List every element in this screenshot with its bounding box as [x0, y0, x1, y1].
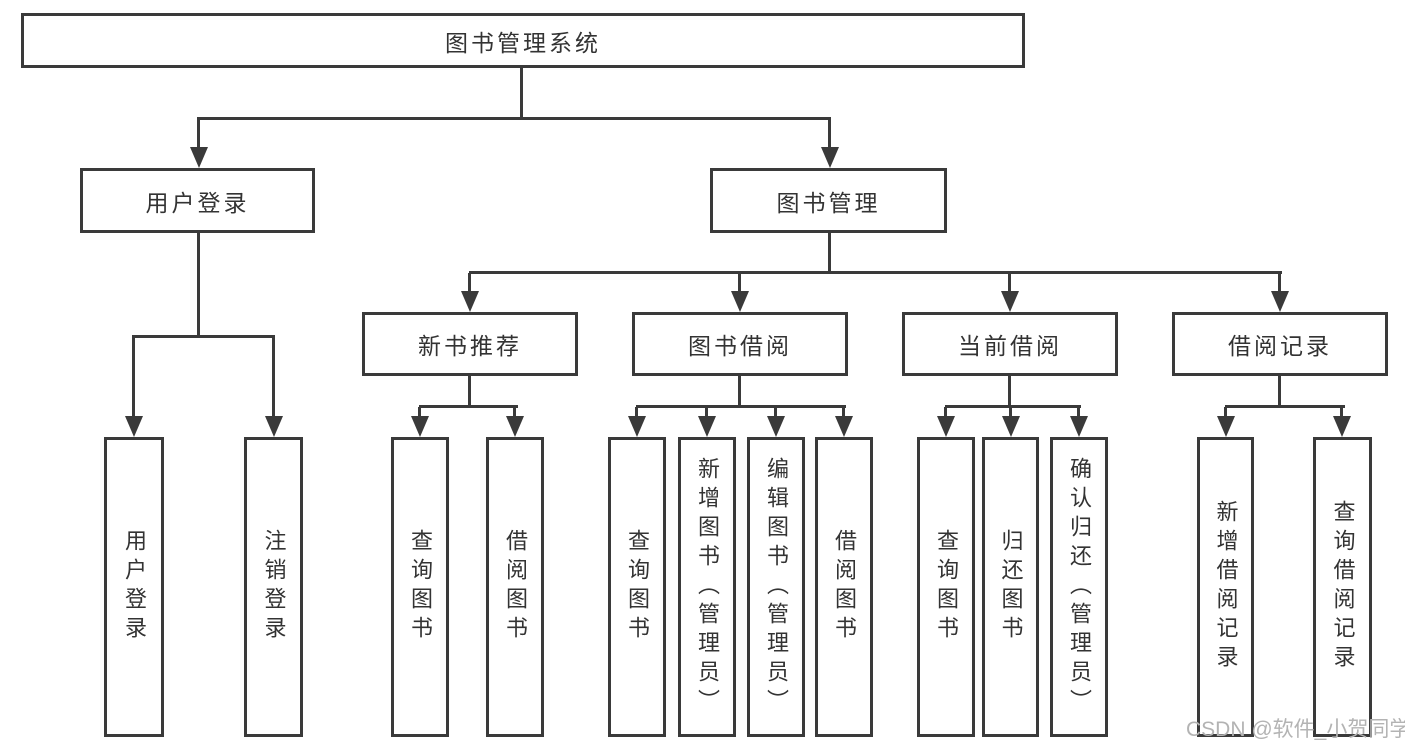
- node-book-borrow-label: 图书借阅: [688, 333, 792, 359]
- leaf-label: 查询图书: [625, 529, 650, 645]
- connector-drop-new-books: [468, 376, 471, 408]
- connector-split-borrow-records: [1225, 405, 1345, 408]
- connector-stub-leaf: [705, 407, 708, 418]
- node-current-borrow-label: 当前借阅: [958, 333, 1062, 359]
- connector-split-book-borrow: [636, 405, 846, 408]
- connector-stub-section: [468, 273, 471, 294]
- connector-stub-leaf: [513, 407, 516, 418]
- leaf-add-borrow-record: 新增借阅记录: [1197, 437, 1254, 737]
- connector-stub-leaf: [1224, 407, 1227, 418]
- connector-stub-user-login: [197, 119, 200, 149]
- node-root-label: 图书管理系统: [445, 29, 601, 56]
- connector-trunk: [520, 67, 523, 119]
- connector-drop-user-login: [197, 233, 200, 338]
- connector-split-level3: [469, 271, 1282, 274]
- leaf-label: 查询图书: [934, 529, 959, 645]
- leaf-label: 用户登录: [122, 529, 147, 645]
- arrowhead-icon: [1001, 291, 1019, 312]
- connector-split-level1: [197, 117, 831, 120]
- node-root: 图书管理系统: [21, 13, 1025, 68]
- connector-drop-borrow-records: [1278, 376, 1281, 408]
- arrowhead-icon: [125, 416, 143, 437]
- connector-stub-leaf: [132, 337, 135, 417]
- leaf-label: 编辑图书（管理员）: [764, 456, 789, 718]
- node-new-books-label: 新书推荐: [418, 333, 522, 359]
- leaf-query-books-borrow: 查询图书: [608, 437, 666, 737]
- leaf-return-book: 归还图书: [982, 437, 1039, 737]
- node-user-login-label: 用户登录: [145, 189, 250, 216]
- watermark: CSDN @软件_小贺同学: [1186, 718, 1405, 741]
- leaf-user-login: 用户登录: [104, 437, 164, 737]
- leaf-borrow-books-new: 借阅图书: [486, 437, 544, 737]
- node-user-login: 用户登录: [80, 168, 315, 233]
- connector-split-user-login: [132, 335, 275, 338]
- arrowhead-icon: [835, 416, 853, 437]
- leaf-label: 新增借阅记录: [1213, 500, 1239, 674]
- arrowhead-icon: [937, 416, 955, 437]
- connector-drop-book-borrow: [738, 376, 741, 408]
- connector-stub-section: [738, 273, 741, 294]
- node-borrow-records: 借阅记录: [1172, 312, 1388, 376]
- leaf-confirm-return-admin: 确认归还（管理员）: [1050, 437, 1108, 737]
- arrowhead-icon: [821, 147, 839, 168]
- arrowhead-icon: [1333, 416, 1351, 437]
- leaf-label: 确认归还（管理员）: [1067, 456, 1092, 718]
- connector-stub-leaf: [418, 407, 421, 418]
- arrowhead-icon: [265, 416, 283, 437]
- connector-stub-leaf: [944, 407, 947, 418]
- leaf-edit-book-admin: 编辑图书（管理员）: [747, 437, 805, 737]
- arrowhead-icon: [506, 416, 524, 437]
- node-current-borrow: 当前借阅: [902, 312, 1118, 376]
- arrowhead-icon: [731, 291, 749, 312]
- connector-drop-current-borrow: [1008, 376, 1011, 408]
- connector-split-new-books: [419, 405, 518, 408]
- connector-drop-book-mgmt: [828, 233, 831, 273]
- leaf-label: 注销登录: [261, 529, 287, 645]
- connector-stub-leaf: [842, 407, 845, 418]
- node-new-books: 新书推荐: [362, 312, 578, 376]
- arrowhead-icon: [461, 291, 479, 312]
- arrowhead-icon: [1271, 291, 1289, 312]
- arrowhead-icon: [1217, 416, 1235, 437]
- connector-stub-leaf: [1340, 407, 1343, 418]
- node-book-mgmt: 图书管理: [710, 168, 947, 233]
- leaf-label: 查询借阅记录: [1330, 500, 1356, 674]
- connector-stub-leaf: [1077, 407, 1080, 418]
- connector-stub-book-mgmt: [828, 119, 831, 149]
- leaf-query-books-current: 查询图书: [917, 437, 975, 737]
- arrowhead-icon: [698, 416, 716, 437]
- leaf-label: 查询图书: [408, 529, 433, 645]
- arrowhead-icon: [190, 147, 208, 168]
- leaf-label: 借阅图书: [503, 529, 528, 645]
- connector-stub-leaf: [1009, 407, 1012, 418]
- connector-stub-leaf: [774, 407, 777, 418]
- arrowhead-icon: [767, 416, 785, 437]
- leaf-query-borrow-record: 查询借阅记录: [1313, 437, 1372, 737]
- node-book-borrow: 图书借阅: [632, 312, 848, 376]
- arrowhead-icon: [411, 416, 429, 437]
- leaf-add-book-admin: 新增图书（管理员）: [678, 437, 736, 737]
- connector-split-current-borrow: [945, 405, 1081, 408]
- leaf-borrow-books: 借阅图书: [815, 437, 873, 737]
- leaf-label: 归还图书: [998, 529, 1024, 645]
- leaf-logout: 注销登录: [244, 437, 303, 737]
- arrowhead-icon: [1070, 416, 1088, 437]
- leaf-label: 借阅图书: [832, 529, 857, 645]
- leaf-label: 新增图书（管理员）: [695, 456, 720, 718]
- connector-stub-leaf: [635, 407, 638, 418]
- connector-stub-section: [1008, 273, 1011, 294]
- arrowhead-icon: [1002, 416, 1020, 437]
- connector-stub-section: [1278, 273, 1281, 294]
- arrowhead-icon: [628, 416, 646, 437]
- connector-stub-leaf: [272, 337, 275, 417]
- leaf-query-books-new: 查询图书: [391, 437, 449, 737]
- node-borrow-records-label: 借阅记录: [1228, 333, 1332, 359]
- node-book-mgmt-label: 图书管理: [776, 189, 881, 216]
